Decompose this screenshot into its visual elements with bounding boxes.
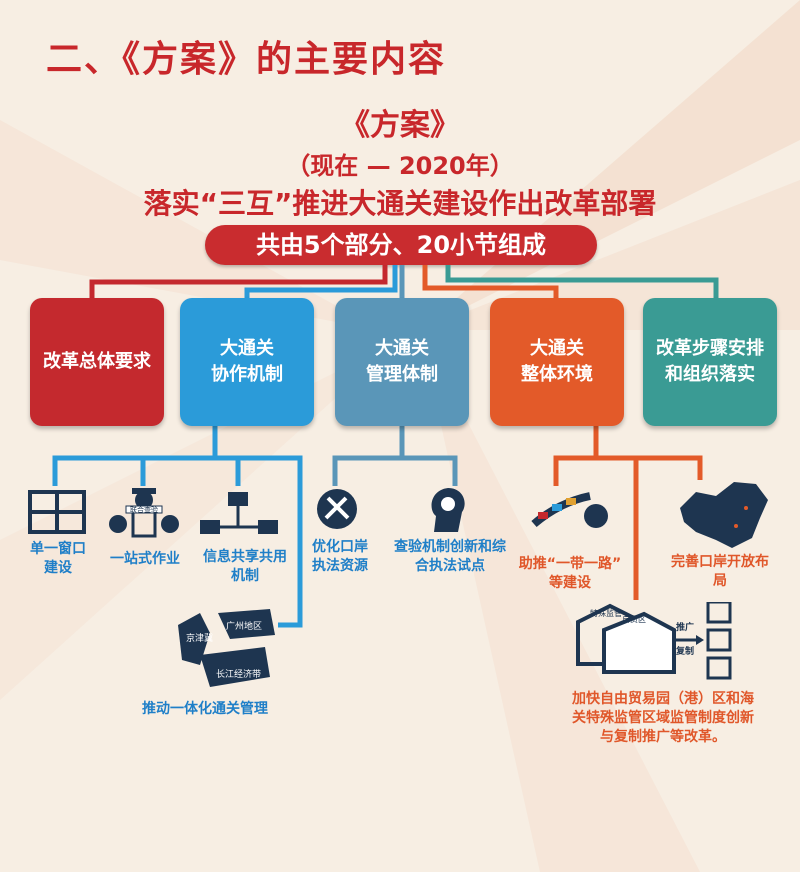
regions-map-icon: 京津冀 广州地区 长江经济带 xyxy=(178,609,275,687)
network-icon xyxy=(200,492,278,534)
item-law-enforcement: 优化口岸 执法资源 xyxy=(312,539,368,574)
summary-pill: 共由5个部分、20小节组成 xyxy=(205,225,597,265)
item-ftz-reform: 加快自由贸易园（港）区和海 关特殊监管区域监管制度创新 与复制推广等改革。 xyxy=(572,691,754,745)
region-yangtze: 长江经济带 xyxy=(216,668,261,680)
plan-title: 《方案》 xyxy=(340,108,460,143)
ftz-tag: 自贸区 xyxy=(622,614,646,624)
item-info-sharing: 信息共享共用 机制 xyxy=(203,549,287,584)
joint-inspection-tag: 联合查验 xyxy=(130,505,158,514)
warehouse-icon: 特殊监管 自贸区 推广 复制 xyxy=(576,602,732,680)
special-zone-tag: 特殊监管 xyxy=(590,608,622,618)
part-implementation-arrangement: 改革步骤安排 和组织落实 xyxy=(643,298,777,426)
region-jjj: 京津冀 xyxy=(186,632,213,644)
item-integrated-clearance: 推动一体化通关管理 xyxy=(142,701,268,717)
window-icon xyxy=(28,490,86,534)
belt-road-icon xyxy=(531,492,608,528)
part-overall-environment: 大通关 整体环境 xyxy=(490,298,624,426)
replicate-tag: 复制 xyxy=(675,645,694,657)
item-port-layout: 完善口岸开放布 局 xyxy=(671,554,769,589)
item-inspection-innovation: 查验机制创新和综 合执法试点 xyxy=(394,539,506,574)
region-guangzhou: 广州地区 xyxy=(226,620,262,632)
officers-icon: 联合查验 xyxy=(109,488,179,538)
item-one-stop: 一站式作业 xyxy=(110,551,180,567)
section-heading: 二、《方案》的主要内容 xyxy=(46,39,447,80)
item-single-window: 单一窗口 建设 xyxy=(30,541,86,576)
idea-head-icon xyxy=(431,488,465,532)
plan-period: （现在 — 2020年） xyxy=(286,152,514,180)
plan-subtitle: 落实“三互”推进大通关建设作出改革部署 xyxy=(143,187,657,220)
part-general-requirements: 改革总体要求 xyxy=(30,298,164,426)
tools-icon xyxy=(317,489,357,529)
china-map-icon xyxy=(680,482,768,548)
item-belt-road: 助推“一带一路” 等建设 xyxy=(518,556,622,591)
promote-tag: 推广 xyxy=(676,621,694,633)
part-management-system: 大通关 管理体制 xyxy=(335,298,469,426)
part-cooperation-mechanism: 大通关 协作机制 xyxy=(180,298,314,426)
